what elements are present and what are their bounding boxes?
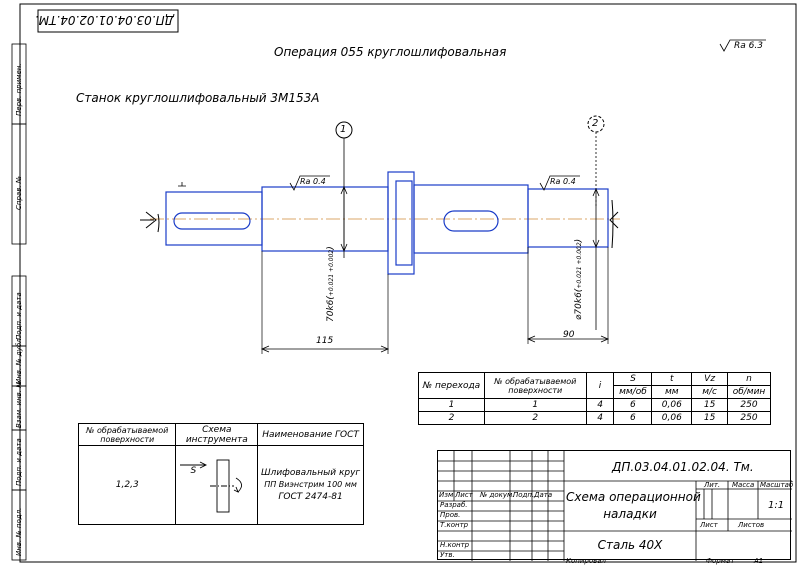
cell-surface: 1 — [483, 398, 587, 412]
col-header: Лист — [455, 491, 473, 499]
unit-v: м/с — [691, 385, 729, 399]
unit-n: об/мин — [727, 385, 771, 399]
marker-1-label: 1 — [340, 124, 347, 135]
title-block-grid — [438, 451, 792, 561]
tool-surfaces: 1,2,3 — [77, 445, 177, 525]
cell-n: 250 — [727, 398, 771, 412]
doc-code-rotated: ДП.03.04.01.02.04.ТМ. — [34, 13, 174, 27]
header-step: № перехода — [418, 372, 485, 399]
material: Сталь 40Х — [597, 538, 663, 552]
tool-header-surface: № обрабатываемой поверхности — [77, 423, 177, 446]
header-n: n — [727, 372, 771, 386]
shaft — [165, 171, 609, 275]
tailstock-center-right — [609, 199, 619, 249]
cell-i: 4 — [585, 398, 615, 412]
code-box — [37, 9, 179, 33]
tool-line: ПП Виэнстрим 100 мм — [264, 480, 357, 489]
header-v: Vz — [691, 372, 729, 386]
doc-name-line2: наладки — [603, 507, 657, 521]
cell-t: 0,06 — [651, 411, 693, 425]
roughness-mark-1 — [289, 175, 330, 191]
diameter-2-label: ⌀70k6(+0.021 +0.002) — [574, 238, 584, 320]
tool-line: ГОСТ 2474-81 — [278, 492, 343, 502]
cell-s: 6 — [613, 398, 653, 412]
side-stamp-label: Инв. № дубл. — [15, 336, 23, 384]
role-label: Разраб. — [440, 501, 468, 509]
cell-t: 0,06 — [651, 398, 693, 412]
role-label: Утв. — [440, 551, 455, 559]
mass-label: Масса — [732, 481, 755, 489]
col-header: Подп. — [513, 491, 535, 499]
surface-1-roughness: Ra 0.4 — [300, 177, 326, 186]
diameter-1-label: 70k6(+0.021 +0.002) — [326, 246, 336, 322]
sheets-label: Листов — [738, 521, 765, 529]
cell-surface: 2 — [483, 411, 587, 425]
tool-header-name: Наименование ГОСТ — [257, 423, 364, 446]
operations-table: № перехода № обрабатываемой поверхности … — [418, 372, 771, 425]
tool-header-scheme: Схема инструмента — [175, 423, 259, 446]
role-label: Пров. — [440, 511, 461, 519]
surface-2-roughness: Ra 0.4 — [550, 177, 576, 186]
cell-i: 4 — [585, 411, 615, 425]
col-header: № докум. — [480, 491, 515, 499]
side-stamp-label: Взам. инв. № — [15, 380, 23, 428]
side-stamp-label: Перв. примен. — [15, 63, 23, 116]
length-1-label: 115 — [316, 336, 334, 346]
tool-table: № обрабатываемой поверхности Схема инстр… — [77, 423, 364, 525]
side-stamp-label: Инв. № подл. — [15, 507, 23, 556]
header-surface: № обрабатываемой поверхности — [483, 372, 587, 399]
tool-line: Шлифовальный круг — [260, 468, 361, 478]
lit-label: Лит. — [704, 481, 721, 489]
format-label: Формат — [706, 557, 735, 565]
cell-step: 2 — [418, 411, 485, 425]
length-2-label: 90 — [563, 330, 575, 340]
cell-step: 1 — [418, 398, 485, 412]
unit-s: мм/об — [613, 385, 653, 399]
table-row: 2 2 4 6 0,06 15 250 — [418, 411, 771, 425]
col-header: Дата — [534, 491, 553, 499]
header-s: S — [613, 372, 653, 386]
side-stamp-label: Справ. № — [15, 175, 23, 210]
header-i: i — [585, 372, 615, 399]
outer-frame — [19, 3, 797, 563]
copied-label: Копировал — [566, 557, 606, 565]
operation-title: Операция 055 круглошлифовальная — [274, 45, 507, 59]
support-mark — [178, 182, 186, 187]
side-stamp-grid — [11, 43, 27, 561]
doc-name-line1: Схема операционной — [566, 490, 701, 504]
drive-center-left — [140, 211, 160, 233]
cell-n: 250 — [727, 411, 771, 425]
sheet-label: Лист — [700, 521, 718, 529]
header-t: t — [651, 372, 693, 386]
cell-v: 15 — [691, 398, 729, 412]
title-code: ДП.03.04.01.02.04. Тм. — [612, 460, 754, 474]
title-block: ДП.03.04.01.02.04. Тм. Изм Лист № докум.… — [437, 450, 794, 561]
scale-value: 1:1 — [768, 500, 785, 511]
marker-2-label: 2 — [592, 118, 599, 129]
tool-scheme-cell: S — [175, 445, 259, 525]
feed-s-label: S — [190, 466, 197, 476]
format-value: А1 — [754, 557, 764, 565]
roughness-mark-general — [719, 39, 766, 52]
roughness-general-label: Ra 6.3 — [734, 41, 763, 51]
table-row: 1 1 4 6 0,06 15 250 — [418, 398, 771, 412]
col-header: Изм — [439, 491, 454, 499]
role-label: Т.контр — [440, 521, 469, 529]
cell-s: 6 — [613, 411, 653, 425]
side-stamp-label: Подп. и дата — [15, 438, 23, 486]
side-stamp-label: Подп. и дата — [15, 292, 23, 340]
unit-t: мм — [651, 385, 693, 399]
scale-label: Масштаб — [760, 481, 794, 489]
tool-name: Шлифовальный круг ПП Виэнстрим 100 мм ГО… — [257, 445, 364, 525]
cell-v: 15 — [691, 411, 729, 425]
machine-label: Станок круглошлифовальный 3М153А — [76, 91, 320, 105]
role-label: Н.контр — [440, 541, 470, 549]
roughness-mark-2 — [539, 175, 580, 191]
